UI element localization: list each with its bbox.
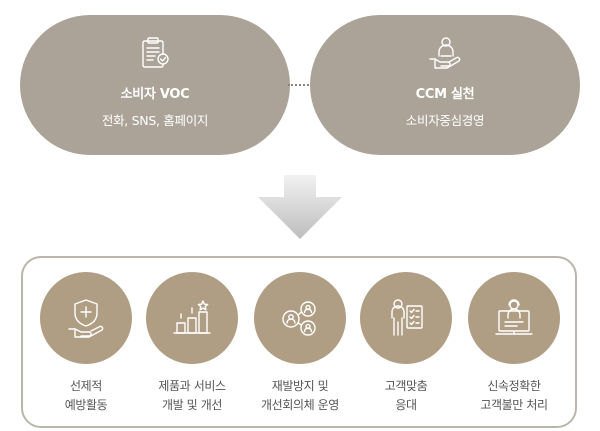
activity-label: 제품과 서비스 개발 및 개선 <box>158 379 226 412</box>
activity-circle <box>254 272 346 364</box>
shield-hand-icon <box>68 299 104 338</box>
activity-circle <box>468 272 560 364</box>
ccm-subtitle: 소비자중심경영 <box>405 113 485 128</box>
activity-label: 고객맞춤 응대 <box>384 379 428 412</box>
activity-recurrence-prevention: 재발방지 및 개선회의체 운영 <box>252 272 348 415</box>
activity-label: 재발방지 및 개선회의체 운영 <box>261 379 339 412</box>
activity-label: 선제적 예방활동 <box>64 379 108 412</box>
activity-custom-response: 고객맞춤 응대 <box>358 272 454 415</box>
activity-product-development: 제품과 서비스 개발 및 개선 <box>144 272 240 415</box>
hand-person-icon <box>429 37 461 69</box>
activity-circle <box>360 272 452 364</box>
people-network-icon <box>282 301 316 336</box>
voc-title: 소비자 VOC <box>120 87 190 102</box>
voc-subtitle: 전화, SNS, 홈페이지 <box>101 113 209 128</box>
ccm-title: CCM 실천 <box>415 87 475 102</box>
ccm-practice-pill: CCM 실천 소비자중심경영 <box>310 15 580 155</box>
clipboard-check-icon <box>142 37 169 68</box>
down-arrow-icon <box>258 175 342 239</box>
dotted-connector <box>288 84 312 86</box>
activity-label: 신속정확한 고객불만 처리 <box>480 379 548 412</box>
activity-complaint-handling: 신속정확한 고객불만 처리 <box>466 272 562 415</box>
activity-circle <box>146 272 238 364</box>
growth-bars-icon <box>173 300 211 334</box>
activity-preventive: 선제적 예방활동 <box>38 272 134 415</box>
agent-desk-icon <box>495 299 533 335</box>
consumer-voc-pill: 소비자 VOC 전화, SNS, 홈페이지 <box>20 15 290 155</box>
person-checklist-icon <box>391 299 423 336</box>
activity-circle <box>40 272 132 364</box>
